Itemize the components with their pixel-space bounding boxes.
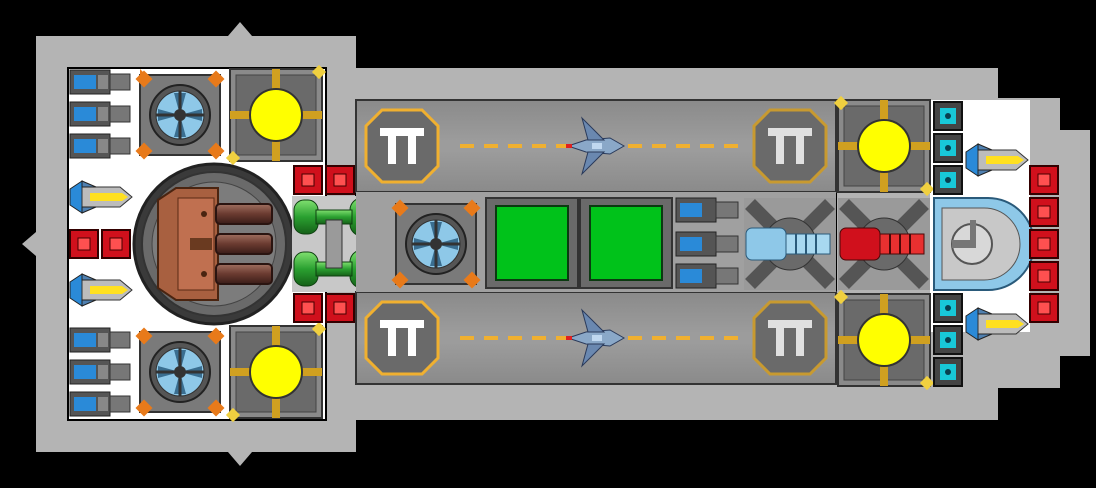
battery-stack-center: [675, 197, 739, 289]
green-panel-right[interactable]: [579, 197, 673, 289]
power-cell-icon[interactable]: [1029, 229, 1059, 259]
power-cell-icon[interactable]: [293, 165, 323, 195]
power-cell-icon[interactable]: [1029, 261, 1059, 291]
bay-emblem-left: [364, 300, 440, 376]
power-cell-icon[interactable]: [325, 293, 355, 323]
reactor-core-icon[interactable]: [225, 64, 327, 166]
cannon-turret-icon[interactable]: [132, 162, 296, 326]
reactor-core-icon[interactable]: [833, 95, 935, 197]
red-cell-column-right: [1029, 165, 1059, 323]
ion-emitter-icon[interactable]: [744, 198, 836, 290]
laser-emitter-icon[interactable]: [838, 198, 930, 290]
power-cell-icon[interactable]: [1029, 197, 1059, 227]
bay-emblem-left: [364, 108, 440, 184]
battery-icon: [69, 69, 131, 95]
battery-stack-bottom: [69, 327, 131, 417]
power-cell-icon[interactable]: [933, 293, 963, 323]
missile-icon[interactable]: [69, 273, 133, 307]
battery-icon: [69, 101, 131, 127]
power-cell-icon[interactable]: [101, 229, 131, 259]
fighter-drone-icon[interactable]: [566, 308, 626, 368]
cyan-cell-column-top: [933, 101, 963, 195]
power-cell-icon[interactable]: [69, 229, 99, 259]
reactor-core-icon[interactable]: [833, 289, 935, 391]
power-cell-icon[interactable]: [933, 101, 963, 131]
bay-emblem-right: [752, 108, 828, 184]
battery-icon: [675, 197, 739, 223]
cooling-fan-icon[interactable]: [391, 199, 481, 289]
power-cell-icon[interactable]: [1029, 165, 1059, 195]
red-cell-pair-left: [69, 229, 131, 259]
missile-icon[interactable]: [965, 307, 1029, 341]
power-cell-icon[interactable]: [933, 325, 963, 355]
battery-icon: [675, 263, 739, 289]
battery-icon: [69, 391, 131, 417]
missile-icon[interactable]: [69, 180, 133, 214]
battery-icon: [69, 133, 131, 159]
cooling-fan-icon[interactable]: [135, 69, 225, 160]
reactor-core-icon[interactable]: [225, 321, 327, 423]
power-cell-icon[interactable]: [325, 165, 355, 195]
battery-icon: [675, 231, 739, 257]
battery-icon: [69, 359, 131, 385]
shield-dome-icon[interactable]: [933, 197, 1035, 291]
power-cell-icon[interactable]: [933, 133, 963, 163]
power-cell-icon[interactable]: [933, 357, 963, 387]
hangar-bay-bottom[interactable]: [355, 291, 837, 385]
battery-icon: [69, 327, 131, 353]
bay-emblem-right: [752, 300, 828, 376]
battery-stack-top: [69, 69, 131, 159]
power-cell-icon[interactable]: [933, 165, 963, 195]
hangar-bay-top[interactable]: [355, 99, 837, 193]
runway-dashes: [460, 336, 738, 340]
power-cell-icon[interactable]: [293, 293, 323, 323]
power-cell-icon[interactable]: [1029, 293, 1059, 323]
missile-icon[interactable]: [965, 143, 1029, 177]
cyan-cell-column-bottom: [933, 293, 963, 387]
red-cell-column-center: [293, 165, 355, 323]
green-panel-left[interactable]: [485, 197, 579, 289]
cooling-fan-icon[interactable]: [135, 327, 225, 417]
runway-dashes: [460, 144, 738, 148]
fighter-drone-icon[interactable]: [566, 116, 626, 176]
